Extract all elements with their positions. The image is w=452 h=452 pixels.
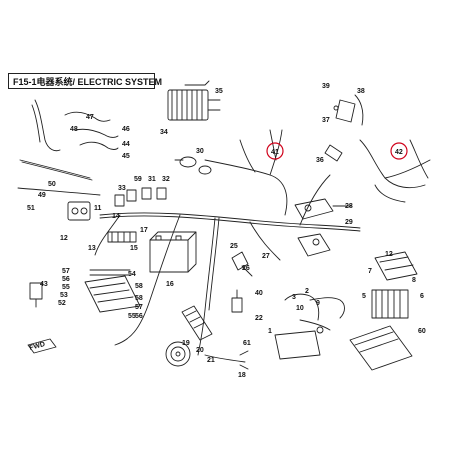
callout-39: 39 [322,83,330,90]
callout-18: 18 [238,372,246,379]
callout-9: 9 [316,300,320,307]
callout-34: 34 [160,129,168,136]
connector-14 [107,231,137,243]
callout-27: 27 [262,253,270,260]
callout-28: 28 [345,203,353,210]
callout-41: 41 [271,149,279,156]
callout-35: 35 [215,88,223,95]
callout-59: 59 [134,176,142,183]
fan-relay-22 [231,289,243,313]
highlight-circle-41 [266,142,284,160]
callout-37: 37 [322,117,330,124]
callout-57a: 57 [62,268,70,275]
callout-14: 14 [112,213,120,220]
callout-56a: 56 [62,276,70,283]
callout-17: 17 [140,227,148,234]
callout-30: 30 [196,148,204,155]
fuel-pump-assembly [274,293,345,360]
callout-49: 49 [38,192,46,199]
callout-43: 43 [40,281,48,288]
left-sub-harnesses [17,99,119,196]
callout-53: 53 [60,292,68,299]
callout-12a: 12 [60,235,68,242]
callout-51: 51 [27,205,35,212]
callout-61: 61 [243,340,251,347]
callout-8: 8 [412,277,416,284]
diagram-title-box: F15-1电器系统/ ELECTRIC SYSTEM [8,73,162,89]
sensor-43 [29,282,43,308]
ignition-parts-36-39 [324,94,364,162]
callout-12b: 12 [385,251,393,258]
callout-1: 1 [268,328,272,335]
callout-10: 10 [296,305,304,312]
callout-36: 36 [316,157,324,164]
callout-29: 29 [345,219,353,226]
callout-45: 45 [122,153,130,160]
module-6-7-8 [374,251,418,281]
callout-56b: 56 [135,313,143,320]
handlebar-switch [297,233,331,257]
ignition-coil [181,305,213,341]
callout-7: 7 [368,268,372,275]
callout-19: 19 [182,340,190,347]
starter-relay [67,201,91,221]
battery [149,231,197,273]
callout-16: 16 [166,281,174,288]
main-wire-harness [94,129,361,356]
relay-group [114,187,167,207]
callout-58a: 58 [135,283,143,290]
callout-44: 44 [122,141,130,148]
callout-20: 20 [196,347,204,354]
sensor-25-26 [231,251,253,277]
callout-11: 11 [94,205,102,212]
callout-26: 26 [242,265,250,272]
callout-32: 32 [162,176,170,183]
callout-33: 33 [118,185,126,192]
callout-60: 60 [418,328,426,335]
fwd-arrow [27,338,57,354]
callout-47: 47 [86,114,94,121]
fwd-label: FWD [29,341,46,352]
callout-22: 22 [255,315,263,322]
ecu-module [349,325,413,371]
fuse-box [84,269,141,313]
callout-55a: 55 [62,284,70,291]
callout-54: 54 [128,271,136,278]
callout-25: 25 [230,243,238,250]
control-box-5 [371,289,409,319]
component-30 [174,156,212,175]
callout-13: 13 [88,245,96,252]
diagram-title: F15-1电器系统/ ELECTRIC SYSTEM [13,77,163,87]
callout-31: 31 [148,176,156,183]
callout-55b: 55 [128,313,136,320]
handlebar-control-28 [294,198,352,220]
callout-40: 40 [255,290,263,297]
callout-5: 5 [362,293,366,300]
callout-2: 2 [305,288,309,295]
highlight-circle-42 [390,142,408,160]
callout-38: 38 [357,88,365,95]
callout-3: 3 [292,294,296,301]
callout-46: 46 [122,126,130,133]
callout-48: 48 [70,126,78,133]
part-number-labels: 41 42 35 34 30 47 48 46 44 45 50 49 51 3… [27,83,426,379]
callout-52: 52 [58,300,66,307]
callout-57b: 57 [135,304,143,311]
right-harness-42 [359,139,431,203]
callout-58b: 58 [135,295,143,302]
callout-21: 21 [207,357,215,364]
highlight-markers [266,142,408,160]
callout-6: 6 [420,293,424,300]
callout-15: 15 [130,245,138,252]
horn [165,341,191,367]
callout-50: 50 [48,181,56,188]
sensor-wire-18 [204,350,249,370]
callout-42: 42 [395,149,403,156]
voltage-regulator [167,80,221,121]
